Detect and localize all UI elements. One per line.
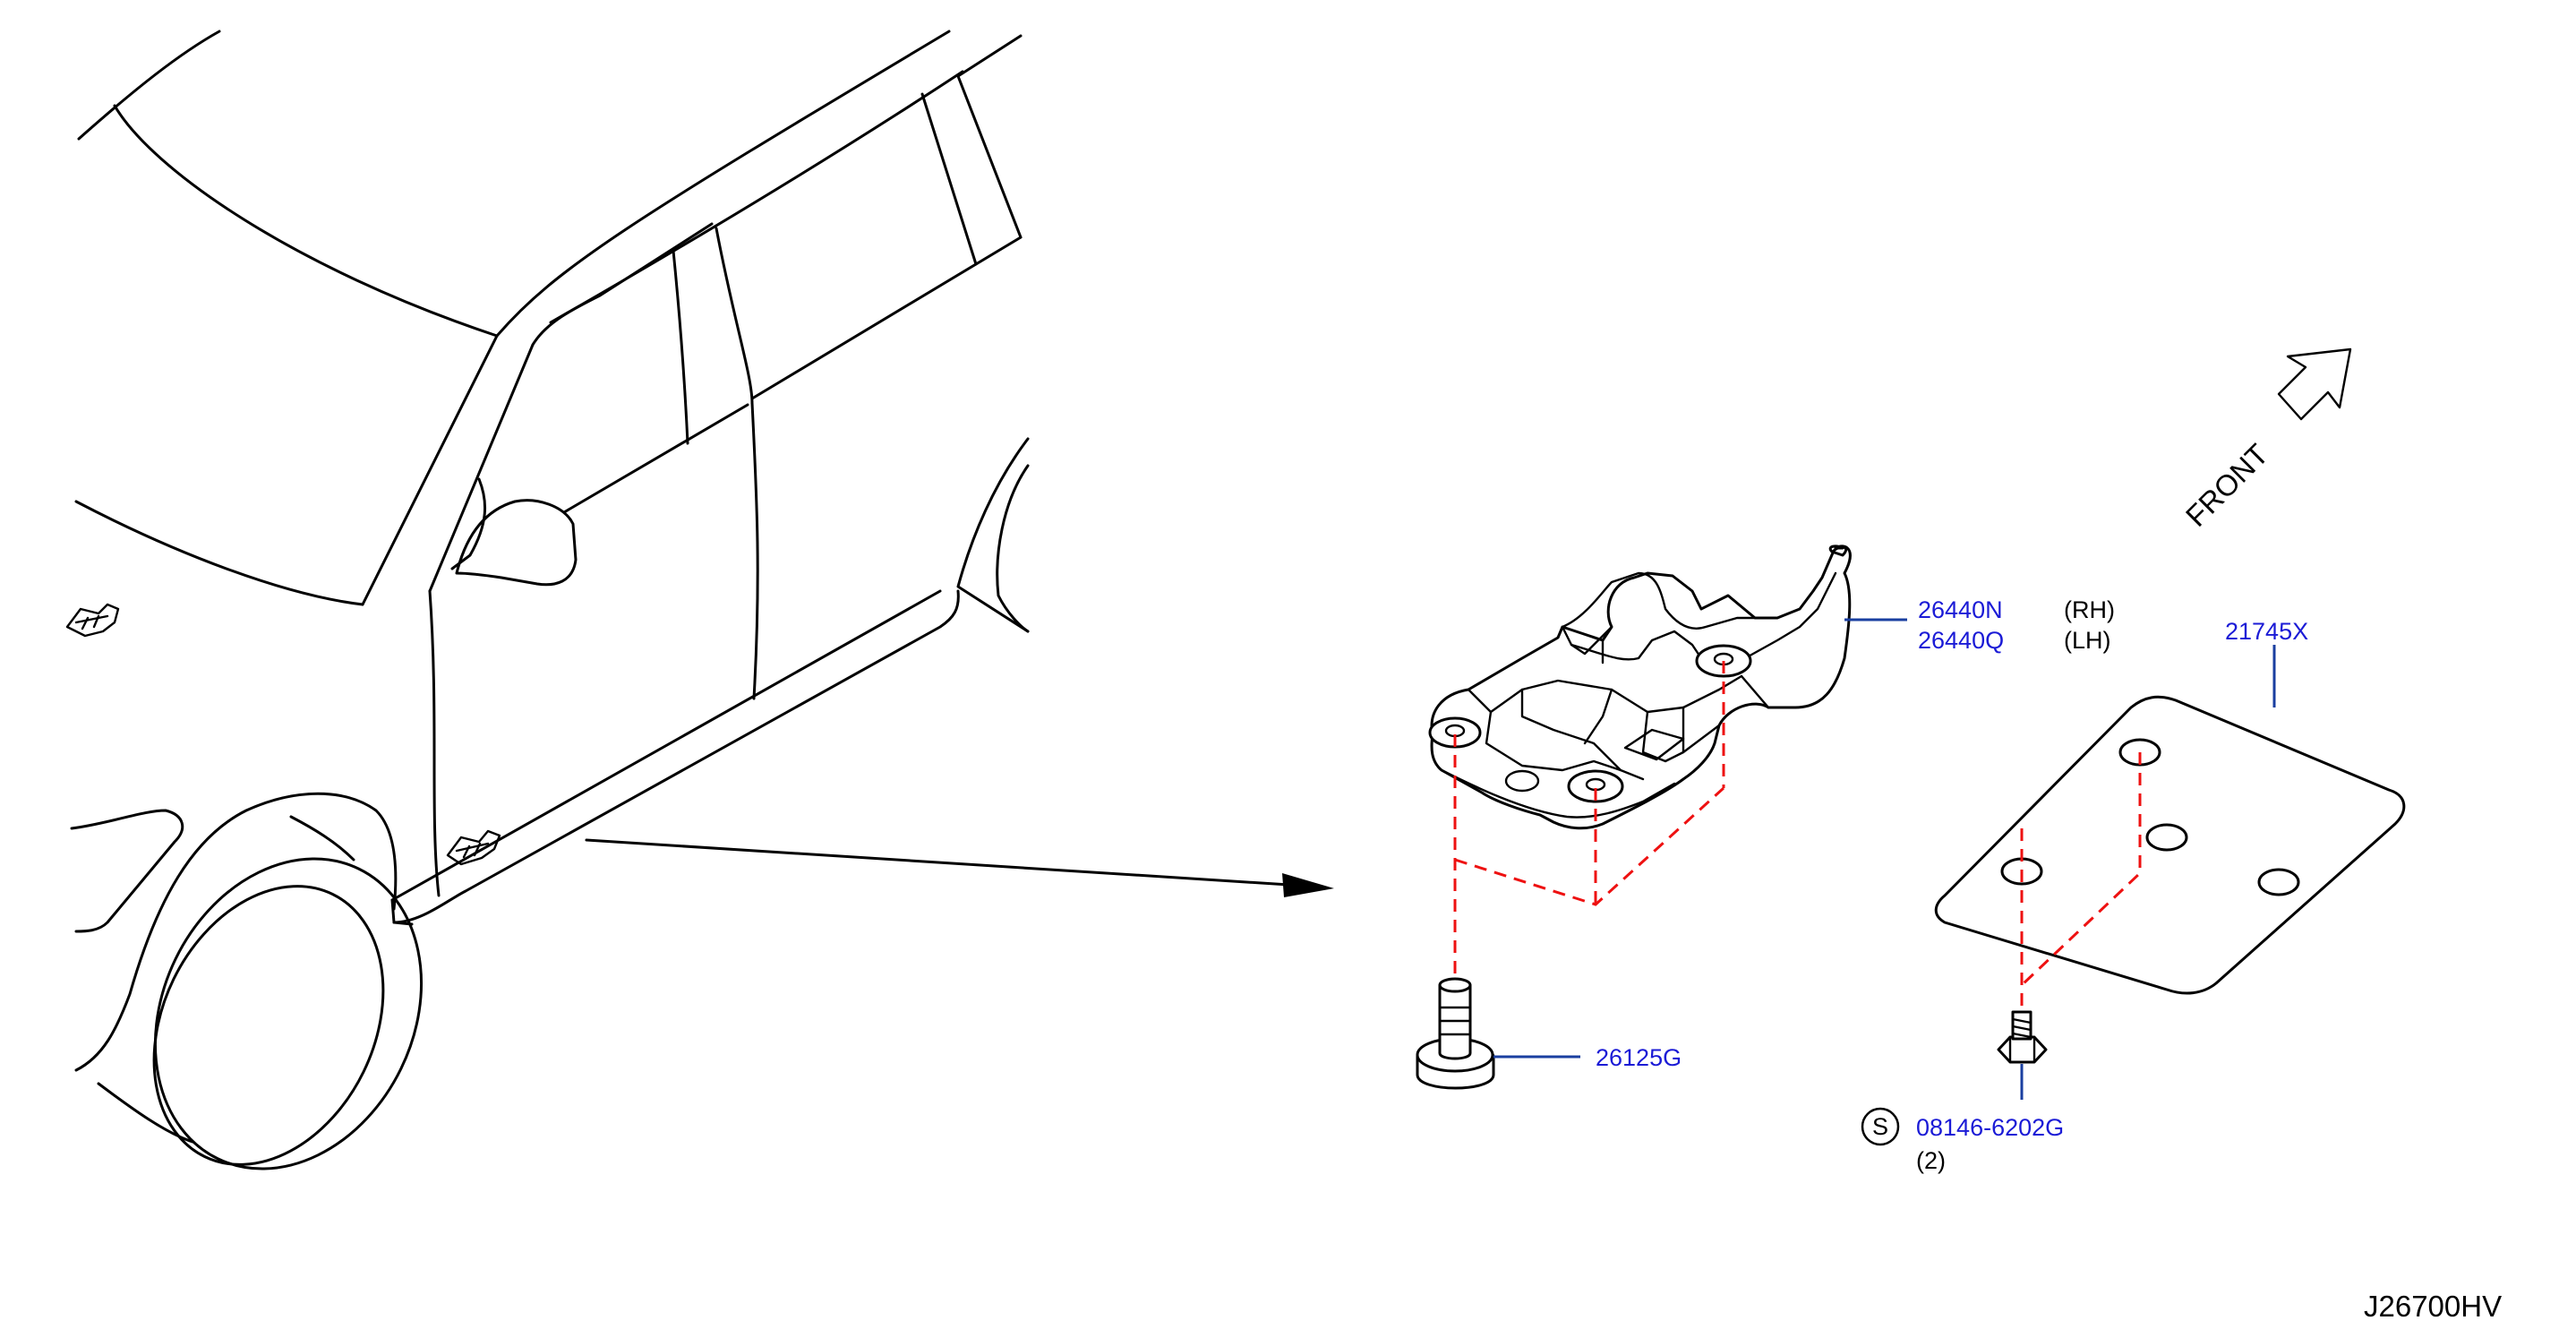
standard-part-symbol-letter: S bbox=[1872, 1113, 1888, 1140]
part-number-bracket-lh: 26440Q bbox=[1918, 627, 2004, 654]
cover-plate bbox=[1934, 695, 2406, 995]
bolt-26125g bbox=[1416, 977, 1495, 1090]
leader-lines bbox=[1493, 618, 2276, 1100]
cover-assembly-lines bbox=[2020, 752, 2142, 1021]
side-label-rh: (RH) bbox=[2064, 596, 2115, 623]
screw-quantity: (2) bbox=[1916, 1147, 1946, 1174]
front-direction-indicator: FRONT bbox=[2179, 347, 2352, 533]
location-marker-front bbox=[65, 603, 120, 638]
part-number-screw: 08146-6202G bbox=[1916, 1114, 2064, 1141]
part-number-bolt: 26125G bbox=[1596, 1044, 1682, 1071]
screw-08146-6202g bbox=[1997, 1010, 2048, 1064]
part-number-bracket-rh: 26440N bbox=[1918, 596, 2003, 623]
standard-part-symbol bbox=[1861, 1107, 1900, 1146]
mounting-bracket bbox=[1428, 544, 1852, 830]
diagram-code: J26700HV bbox=[2364, 1290, 2502, 1323]
side-label-lh: (LH) bbox=[2064, 627, 2111, 654]
part-number-cover: 21745X bbox=[2225, 618, 2308, 645]
part-labels: 26440N (RH) 26440Q (LH) 21745X 26125G S … bbox=[1596, 596, 2502, 1323]
location-marker-side bbox=[446, 829, 501, 866]
vehicle-outline bbox=[65, 30, 1030, 1170]
front-label: FRONT bbox=[2179, 437, 2275, 533]
callout-arrow bbox=[585, 838, 1334, 897]
